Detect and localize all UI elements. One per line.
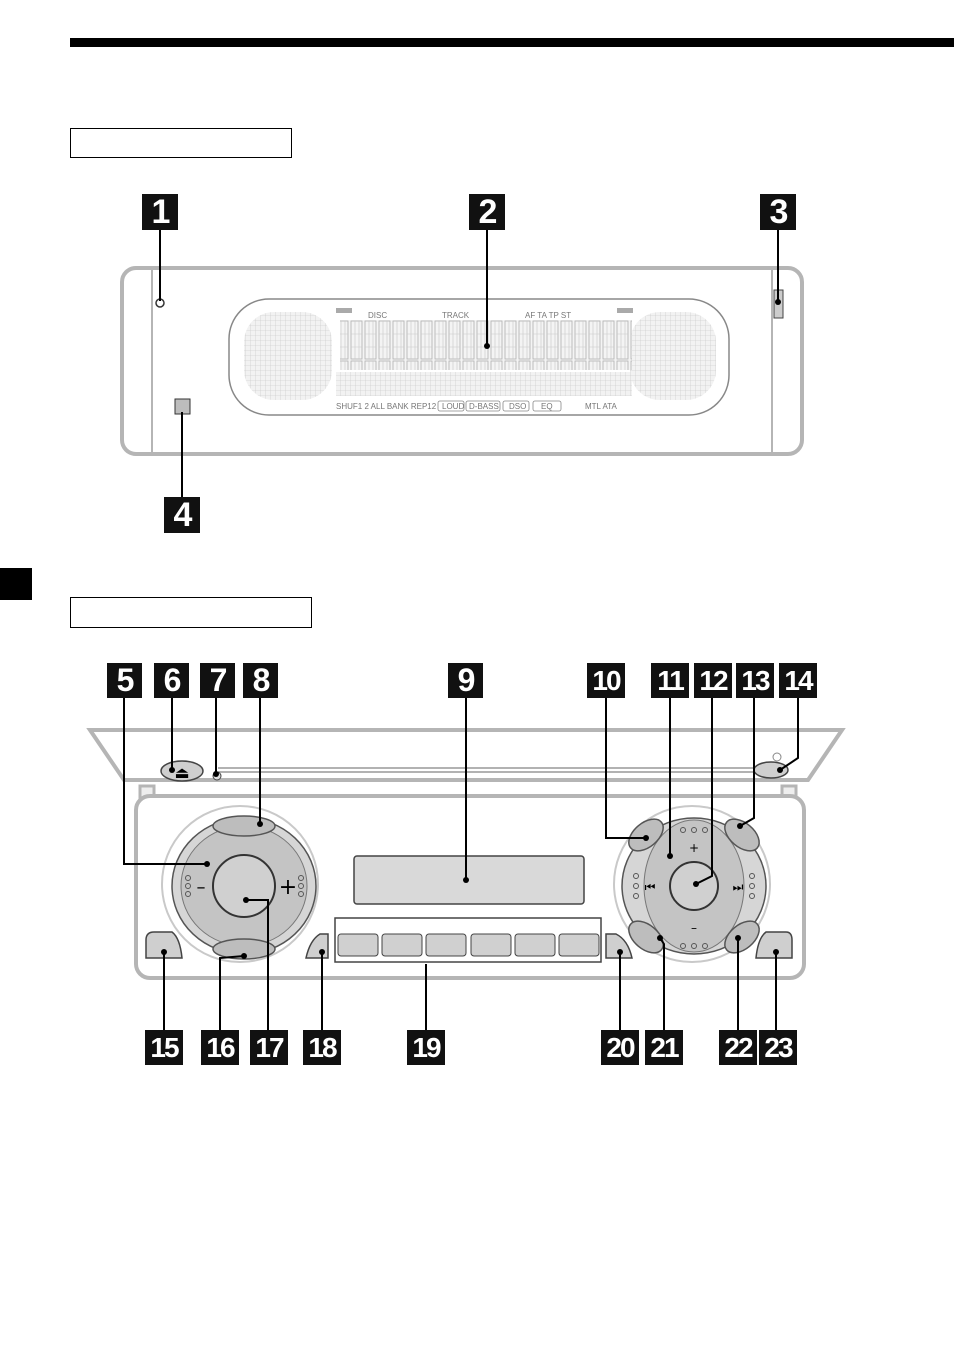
lcd-right-grid (630, 312, 716, 400)
receptor-window (175, 399, 190, 414)
callout-2: 2 (469, 194, 505, 230)
callout-11: 11 (651, 663, 689, 698)
eq-label: EQ (541, 402, 553, 411)
callout-15: 15 (145, 1030, 183, 1065)
callout-17: 17 (250, 1030, 288, 1065)
af-ta-tp-st-indicator: AF TA TP ST (525, 311, 571, 320)
callout-3: 3 (760, 194, 796, 230)
preset-button (426, 934, 466, 956)
callout-6: 6 (154, 663, 189, 698)
callout-13: 13 (736, 663, 774, 698)
seek-minus-icon: – (691, 921, 697, 935)
callout-4: 4 (164, 497, 200, 533)
preset-button (382, 934, 422, 956)
disc-indicator: DISC (368, 311, 387, 320)
callout-19: 19 (407, 1030, 445, 1065)
callout-14: 14 (779, 663, 817, 698)
loud-indicator: LOUD (438, 401, 464, 411)
callout-12: 12 (694, 663, 732, 698)
callout-7: 7 (200, 663, 235, 698)
preset-button (515, 934, 555, 956)
seek-prev-icon: ⏮ (645, 880, 656, 894)
mtl-ata-indicator: MTL ATA (585, 402, 618, 411)
volume-minus-icon: – (197, 877, 206, 898)
callout-23: 23 (759, 1030, 797, 1065)
front-panel (122, 268, 802, 454)
callout-9: 9 (448, 663, 483, 698)
callout-20: 20 (601, 1030, 639, 1065)
preset-button (471, 934, 511, 956)
seek-plus-icon: + (689, 841, 699, 855)
callout-10: 10 (587, 663, 625, 698)
dbass-label: D-BASS (469, 402, 499, 411)
eject-icon: ⏏ (174, 763, 189, 782)
callout-22: 22 (719, 1030, 757, 1065)
dbass-indicator: D-BASS (466, 401, 500, 411)
seek-next-icon: ⏭ (733, 880, 744, 894)
callout-5: 5 (107, 663, 142, 698)
dso-label: DSO (509, 402, 526, 411)
loud-label: LOUD (442, 402, 464, 411)
callout-18: 18 (303, 1030, 341, 1065)
lcd-lower-grid (336, 372, 632, 396)
lcd-left-grid (244, 312, 332, 400)
volume-knob (213, 855, 275, 917)
preset-button (338, 934, 378, 956)
volume-plus-icon: + (279, 875, 297, 900)
callout-1: 1 (142, 194, 178, 230)
callout-8: 8 (243, 663, 278, 698)
track-indicator: TRACK (442, 311, 470, 320)
source-button (213, 816, 275, 836)
shuf-repeat-indicator: SHUF1 2 ALL BANK REP12 (336, 402, 437, 411)
callout-21: 21 (645, 1030, 683, 1065)
preset-button (559, 934, 599, 956)
callout-16: 16 (201, 1030, 239, 1065)
